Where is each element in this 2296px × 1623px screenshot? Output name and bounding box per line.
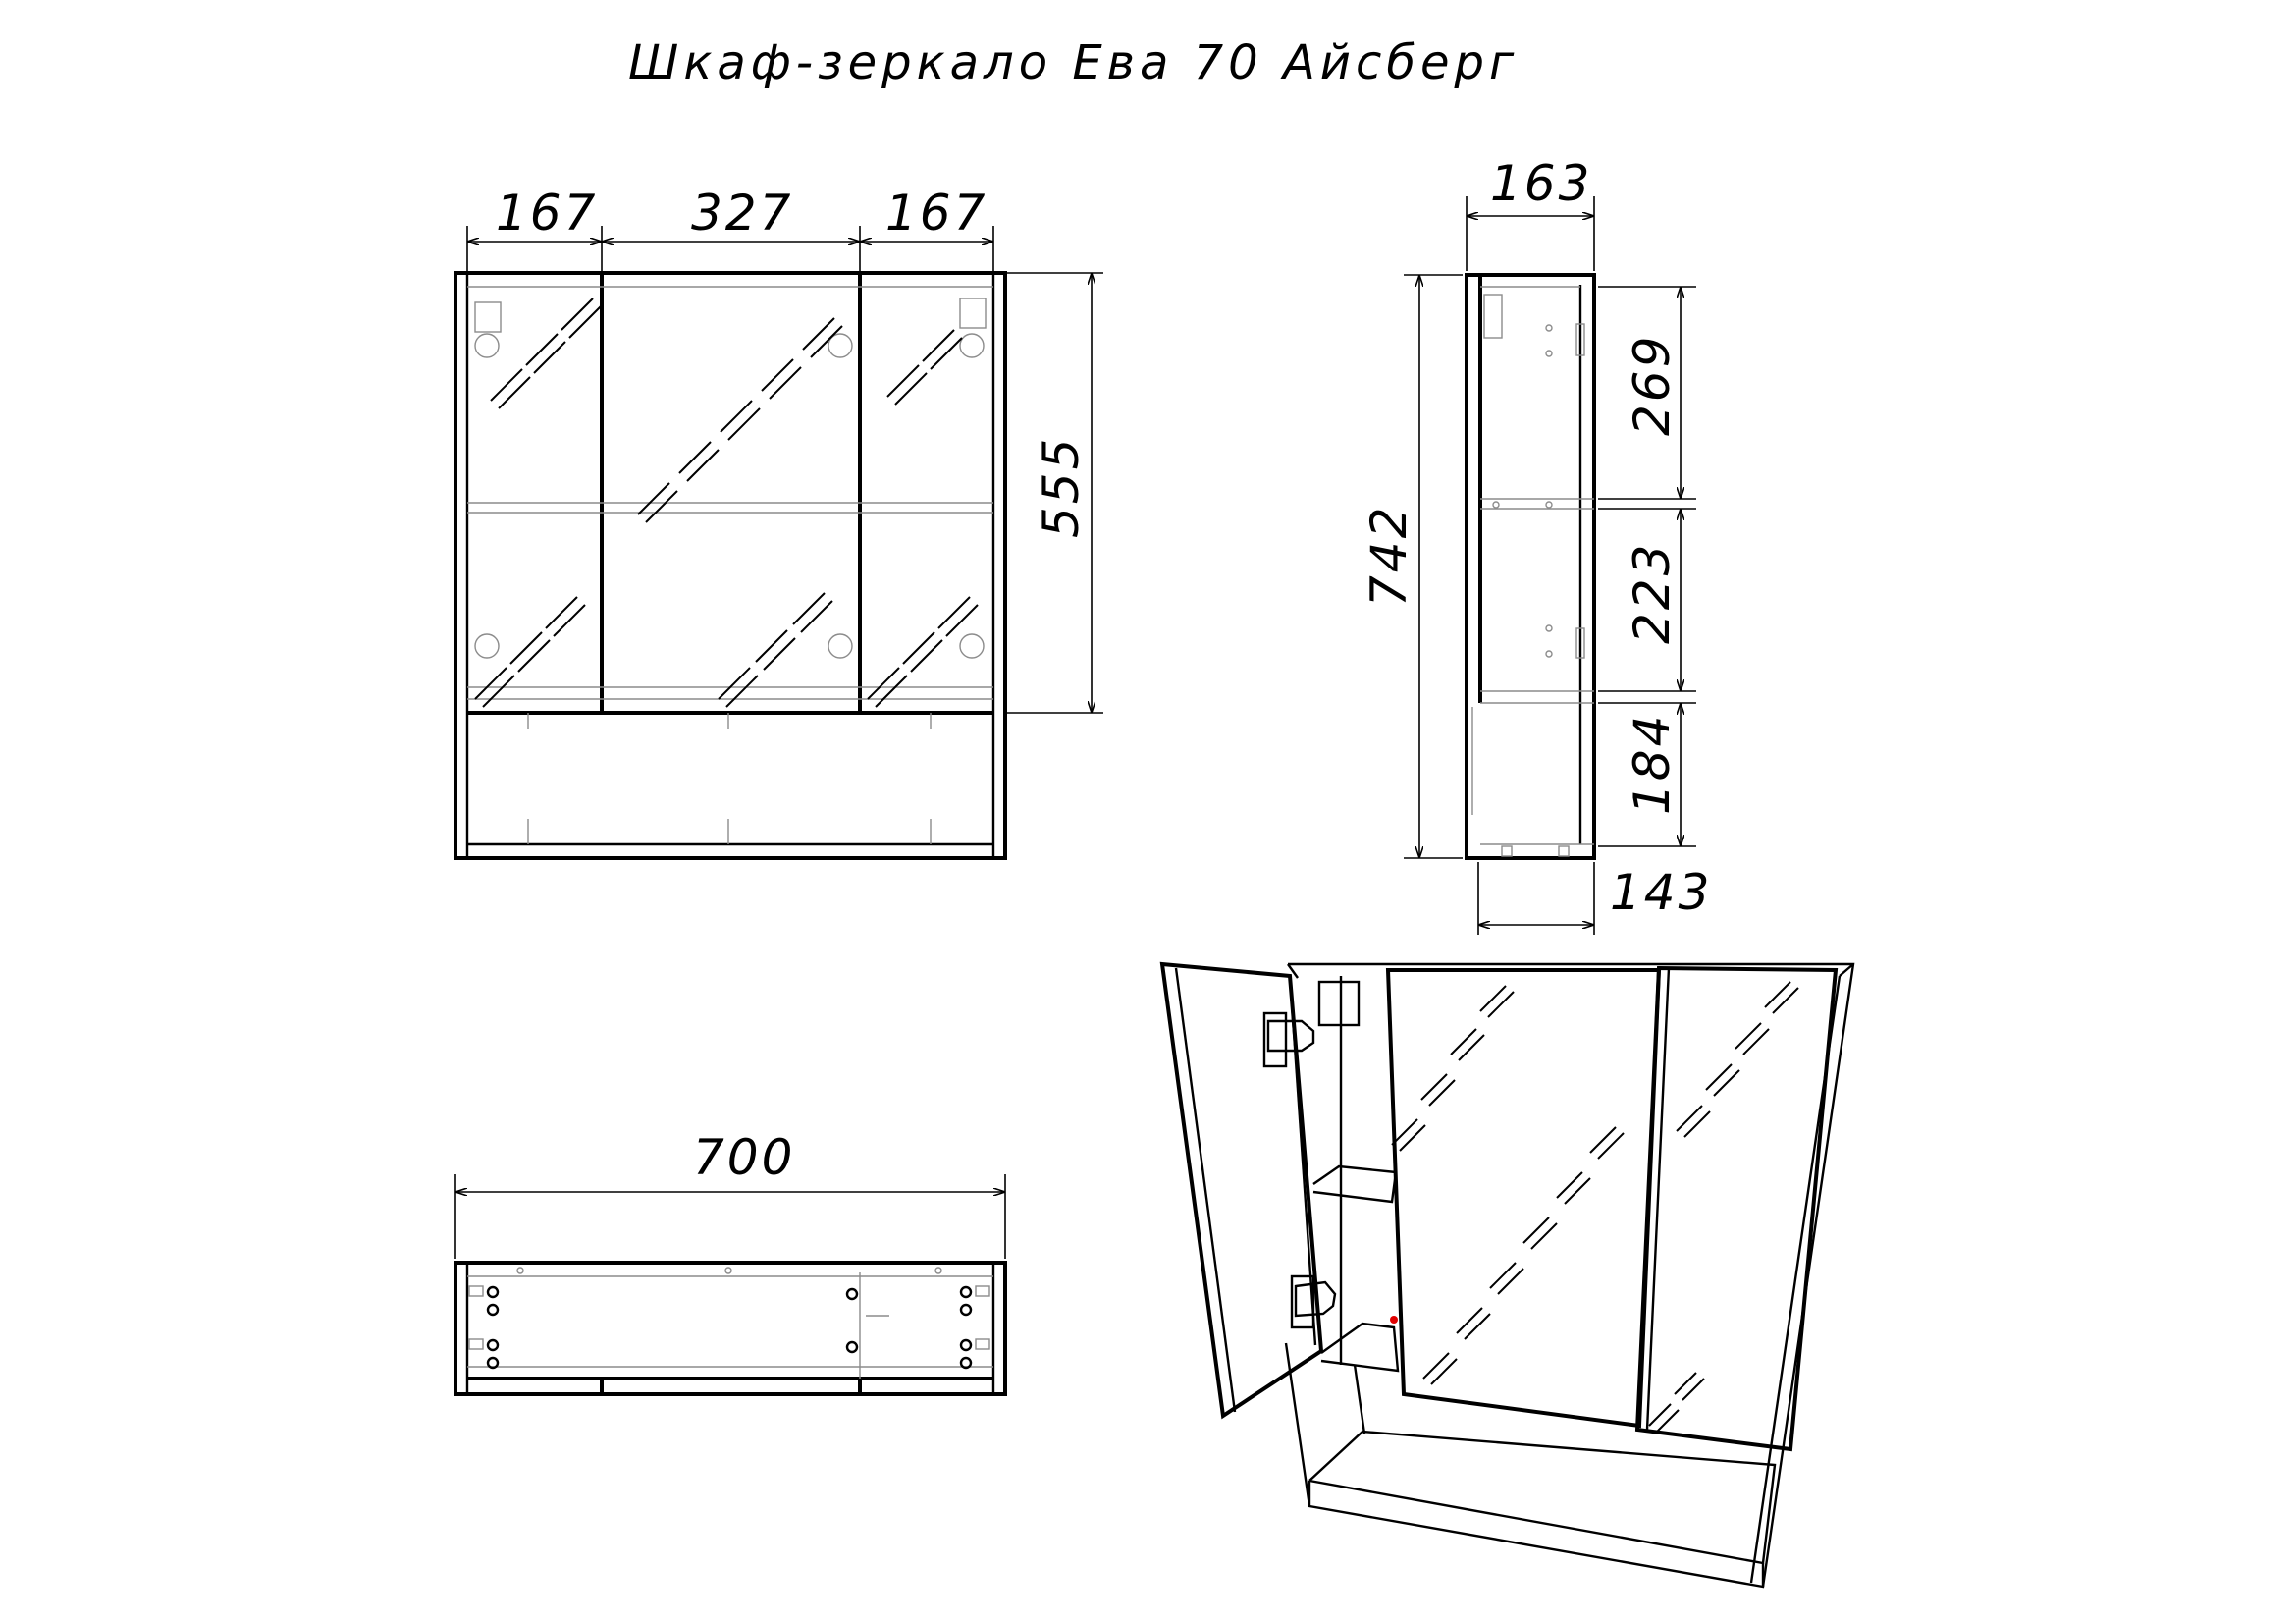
dim-width-right: 167 [885,185,988,242]
front-view: 167 327 167 555 [454,185,1103,860]
dim-section-bottom: 184 [1624,713,1681,815]
hinge-plate-icon [1317,980,1361,1027]
hinge-arm-icon [1294,1280,1337,1318]
dim-section-top: 269 [1624,334,1681,436]
front-cabinet-outline [454,271,1007,860]
hinge-cup-icon [828,633,853,659]
side-cabinet-outline [1465,273,1596,860]
front-mirror-hatching [474,298,979,708]
top-cabinet-outline [454,1261,1007,1396]
hinge-cup-icon [474,633,500,659]
iso-open-door [1159,961,1324,1420]
hinge-cup-icon [959,333,985,358]
dim-width-center: 327 [691,185,793,242]
top-view-fasteners [468,1267,990,1379]
iso-mirror-door-right [1634,965,1839,1452]
hinge-cup-icon [959,633,985,659]
dim-total-height: 742 [1361,505,1417,607]
top-view: 700 [454,1129,1007,1396]
front-hinges [474,298,987,659]
dim-section-middle: 223 [1624,542,1681,644]
front-top-dimensions: 167 327 167 [466,185,994,271]
hinge-cup-icon [828,333,853,358]
isometric-view [1159,961,1855,1589]
iso-door-hinges [1262,980,1361,1329]
iso-mirror-door-middle [1385,968,1662,1429]
dim-width-left: 167 [496,185,598,242]
front-shelf-pins [527,713,932,844]
dim-depth-top: 163 [1490,155,1592,212]
iso-carcass-outline [1284,962,1855,1589]
dim-total-width: 700 [693,1129,795,1186]
dim-mirror-height: 555 [1033,436,1090,538]
hinge-icon [1262,1011,1288,1068]
hinge-icon [474,301,502,333]
drawing-title: Шкаф-зеркало Ева 70 Айсберг [628,35,1519,90]
iso-red-marker [1390,1316,1398,1324]
front-height-dimension: 555 [1007,272,1103,714]
hinge-icon [1290,1274,1315,1329]
dim-depth-bottom: 143 [1610,864,1712,921]
side-view: 163 742 269 223 184 143 [1361,155,1712,935]
hinge-arm-icon [1266,1019,1315,1053]
hinge-icon [959,298,987,329]
iso-mirror-hatching [1391,981,1799,1433]
hinge-cup-icon [474,333,500,358]
